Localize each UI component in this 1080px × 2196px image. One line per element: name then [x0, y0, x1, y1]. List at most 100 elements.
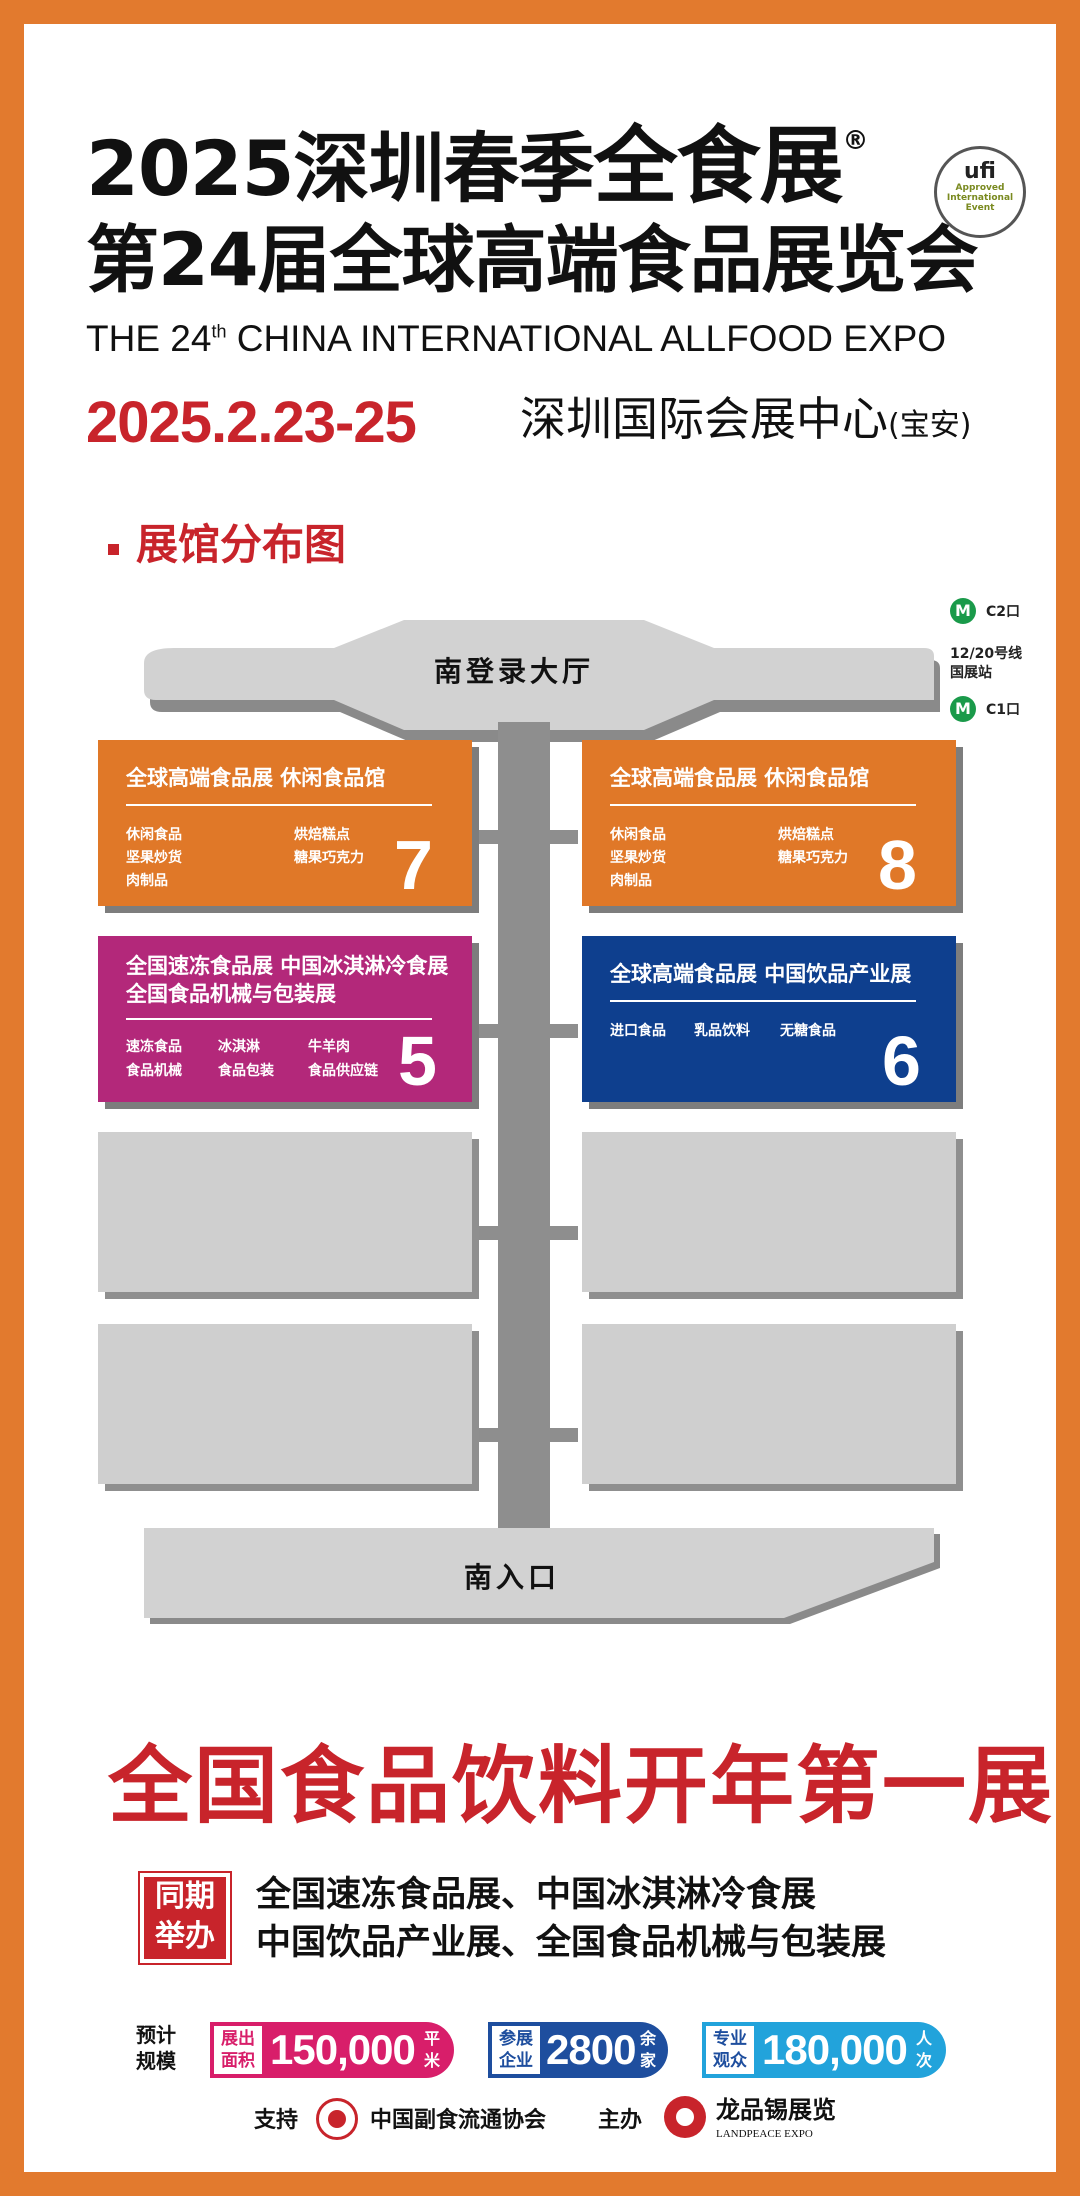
title-en-b: CHINA INTERNATIONAL ALLFOOD EXPO: [226, 318, 947, 359]
stat-area-unit: 平 米: [422, 2028, 442, 2072]
corridor-link: [472, 830, 578, 844]
stat-visitors-tag2: 观众: [713, 2051, 747, 2071]
stat-area-unit1: 平: [423, 2029, 440, 2048]
concurrent-badge-inner: 同期 举办: [144, 1877, 226, 1959]
concurrent-line2: 中国饮品产业展、全国食品机械与包装展: [256, 1923, 887, 1963]
hall-unlabeled: [98, 1132, 472, 1292]
title-english: THE 24th CHINA INTERNATIONAL ALLFOOD EXP…: [86, 320, 946, 357]
hall-7-item: 肉制品: [126, 873, 168, 889]
hall-7-rule: [126, 804, 432, 806]
ufi-line3: Event: [965, 203, 995, 213]
hall-unlabeled: [98, 1324, 472, 1484]
stat-visitors-tag1: 专业: [713, 2029, 747, 2049]
hall-6-item: 无糖食品: [780, 1023, 836, 1039]
hall-7-item: 糖果巧克力: [294, 850, 364, 866]
badge-line2: 举办: [155, 1919, 215, 1954]
title-en-sup: th: [211, 321, 227, 342]
hall-8-item: 烘焙糕点: [778, 827, 834, 843]
stat-exhibitors-unit1: 余: [639, 2029, 656, 2048]
hall-6-rule: [610, 1000, 916, 1002]
concurrent-line1: 全国速冻食品展、中国冰淇淋冷食展: [256, 1875, 817, 1915]
hall-8-item: 糖果巧克力: [778, 850, 848, 866]
hall-5-item: 食品机械: [126, 1063, 182, 1079]
metro-icon: M: [950, 696, 976, 722]
hall-6-number: 6: [882, 1022, 921, 1100]
stat-exhibitors-unit: 余 家: [638, 2028, 658, 2072]
hall-7[interactable]: 全球高端食品展 休闲食品馆 休闲食品 烘焙糕点 坚果炒货 糖果巧克力 肉制品 7: [98, 740, 472, 906]
section-bullet: [108, 544, 119, 555]
stat-visitors-unit1: 人: [915, 2029, 932, 2048]
metro-icon: M: [950, 598, 976, 624]
ufi-line2: International: [946, 193, 1014, 203]
hall-6-item: 乳品饮料: [694, 1023, 750, 1039]
stat-exhibitors-tag2: 企业: [499, 2051, 533, 2071]
venue-name: 深圳国际会展中心: [520, 392, 888, 446]
hall-5-number: 5: [398, 1022, 437, 1100]
hall-6-item: 进口食品: [610, 1023, 666, 1039]
hall-5-item: 冰淇淋: [218, 1039, 260, 1055]
ufi-logo-text: ufi: [964, 159, 996, 184]
hall-7-item: 休闲食品: [126, 827, 182, 843]
hall-7-item: 坚果炒货: [126, 850, 182, 866]
stat-area-value: 150,000: [270, 2026, 416, 2073]
stat-visitors-value: 180,000: [762, 2026, 908, 2073]
metro-exit-c1: C1口: [986, 702, 1021, 718]
hall-7-item: 烘焙糕点: [294, 827, 350, 843]
support-org: 中国副食流通协会: [370, 2108, 547, 2133]
stat-visitors-unit2: 次: [915, 2051, 932, 2070]
hall-8-rule: [610, 804, 916, 806]
hall-unlabeled: [582, 1132, 956, 1292]
host-org-en: LANDPEACE EXPO: [716, 2128, 813, 2140]
hall-8[interactable]: 全球高端食品展 休闲食品馆 休闲食品 烘焙糕点 坚果炒货 糖果巧克力 肉制品 8: [582, 740, 956, 906]
hall-5-title-2: 全国食品机械与包装展: [126, 982, 336, 1006]
hall-unlabeled: [582, 1324, 956, 1484]
hall-5-item: 食品包装: [218, 1063, 274, 1079]
hall-6[interactable]: 全球高端食品展 中国饮品产业展 进口食品 乳品饮料 无糖食品 6: [582, 936, 956, 1102]
hall-8-item: 坚果炒货: [610, 850, 666, 866]
north-hall-label: 南登录大厅: [434, 655, 595, 688]
hall-8-item: 休闲食品: [610, 827, 666, 843]
stat-area-tag2: 面积: [221, 2051, 255, 2071]
stats-label-1: 预计: [136, 2023, 176, 2047]
expo-date: 2025.2.23-25: [86, 390, 417, 455]
support-label: 支持: [254, 2108, 299, 2133]
badge-line1: 同期: [155, 1879, 215, 1914]
metro-exit-c2: C2口: [986, 604, 1021, 620]
hall-7-title: 全球高端食品展 休闲食品馆: [126, 766, 386, 790]
hall-5-item: 食品供应链: [308, 1063, 378, 1079]
hall-5[interactable]: 全国速冻食品展 中国冰淇淋冷食展 全国食品机械与包装展 速冻食品 冰淇淋 牛羊肉…: [98, 936, 472, 1102]
title-line2: 第24届全球高端食品展览会: [86, 218, 979, 303]
slogan: 全国食品饮料开年第一展: [108, 1737, 1055, 1835]
stat-area: 展出 面积 150,000 平 米: [210, 2022, 454, 2078]
central-corridor: [498, 722, 550, 1552]
stat-area-tag1: 展出: [221, 2029, 255, 2049]
stats-label-2: 规模: [136, 2049, 176, 2073]
venue-note: (宝安): [888, 408, 972, 443]
hall-7-number: 7: [394, 826, 433, 904]
hall-5-title-1: 全国速冻食品展 中国冰淇淋冷食展: [126, 954, 449, 978]
metro-station-line: 12/20号线: [950, 646, 1023, 662]
title-line1-a: 2025深圳春季: [86, 124, 595, 213]
stat-exhibitors: 参展 企业 2800 余 家: [488, 2022, 668, 2078]
ufi-badge-icon: ufi Approved International Event: [934, 146, 1026, 238]
hall-8-title: 全球高端食品展 休闲食品馆: [610, 766, 870, 790]
stat-area-unit2: 米: [423, 2051, 440, 2070]
hall-8-number: 8: [878, 826, 917, 904]
stat-visitors: 专业 观众 180,000 人 次: [702, 2022, 946, 2078]
host-label: 主办: [598, 2108, 643, 2133]
support-org-logo-icon: [316, 2098, 358, 2140]
stat-exhibitors-unit2: 家: [639, 2051, 656, 2070]
title-line1-b: 全食展: [593, 117, 844, 215]
south-entrance-label: 南入口: [464, 1561, 561, 1594]
section-title: 展馆分布图: [136, 520, 347, 569]
stat-exhibitors-value: 2800: [546, 2026, 636, 2073]
corridor-link: [472, 1428, 578, 1442]
host-org-logo-icon: [664, 2096, 706, 2138]
stat-exhibitors-tag: 参展 企业: [492, 2026, 540, 2074]
stat-visitors-unit: 人 次: [914, 2028, 934, 2072]
concurrent-badge: 同期 举办: [138, 1871, 232, 1965]
title-en-a: THE 24: [86, 318, 212, 359]
corridor-link: [472, 1024, 578, 1038]
north-hall-shape: [144, 620, 940, 742]
host-org: 龙品锡展览: [716, 2096, 836, 2124]
